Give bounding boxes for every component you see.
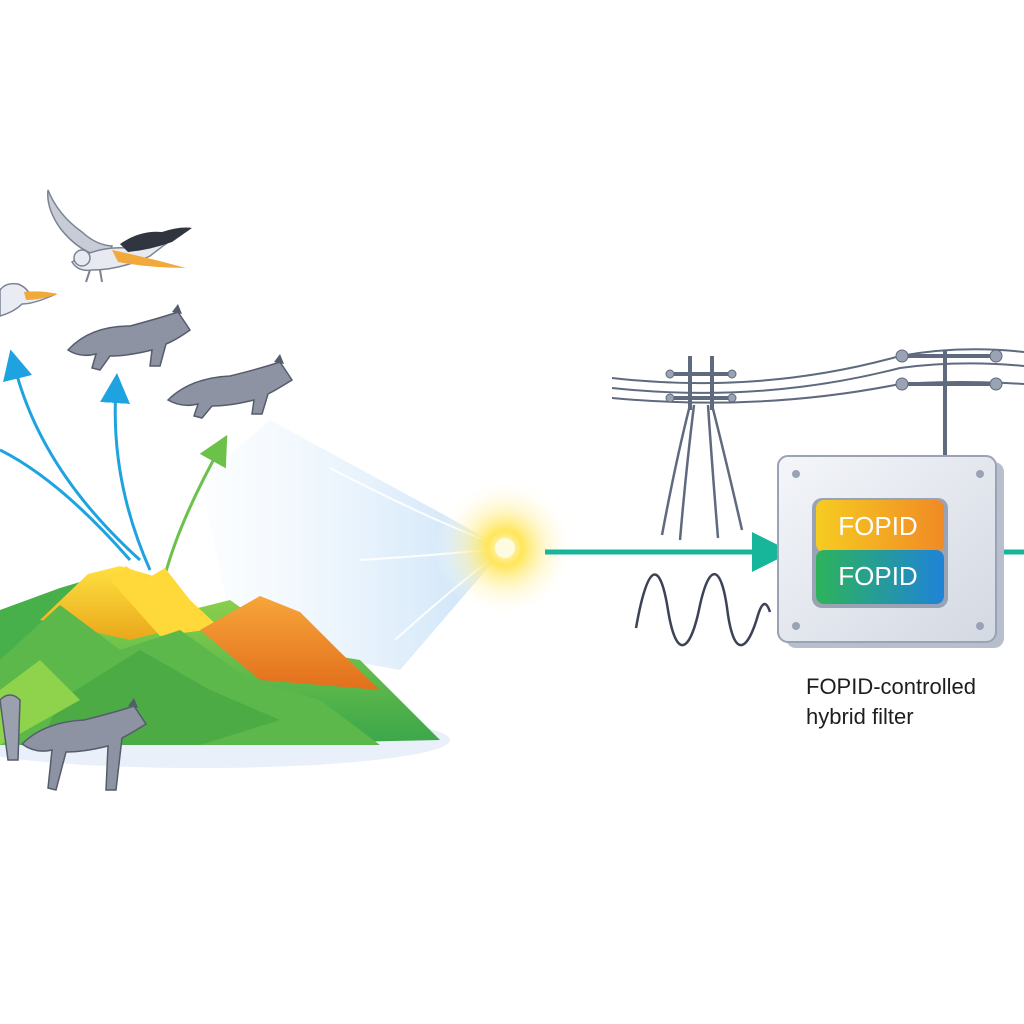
- filter-caption: FOPID-controlled hybrid filter: [806, 672, 976, 732]
- fopid-label-top: FOPID: [838, 511, 917, 541]
- hybrid-filter-box: FOPID FOPID: [777, 455, 1004, 648]
- wolf-icon: [166, 354, 294, 419]
- fopid-chip-top: FOPID: [816, 500, 944, 552]
- fopid-label-bottom: FOPID: [838, 561, 917, 591]
- filter-caption-line1: FOPID-controlled: [806, 674, 976, 699]
- fopid-chip-bottom: FOPID: [816, 550, 944, 604]
- power-line-icon: [611, 348, 1024, 541]
- filter-caption-line2: hybrid filter: [806, 704, 914, 729]
- wolf-icon: [0, 694, 148, 791]
- mountain-landscape-icon: [0, 566, 450, 768]
- wolf-icon: [66, 304, 192, 371]
- harmonic-wave-icon: [634, 572, 772, 647]
- optimization-arrows: [0, 349, 228, 576]
- screw-icon: [976, 622, 984, 630]
- screw-icon: [976, 470, 984, 478]
- screw-icon: [792, 470, 800, 478]
- pelican-icon: [0, 282, 58, 317]
- screw-icon: [792, 622, 800, 630]
- sun-glow-icon: [435, 478, 575, 618]
- pelican-icon: [47, 189, 192, 283]
